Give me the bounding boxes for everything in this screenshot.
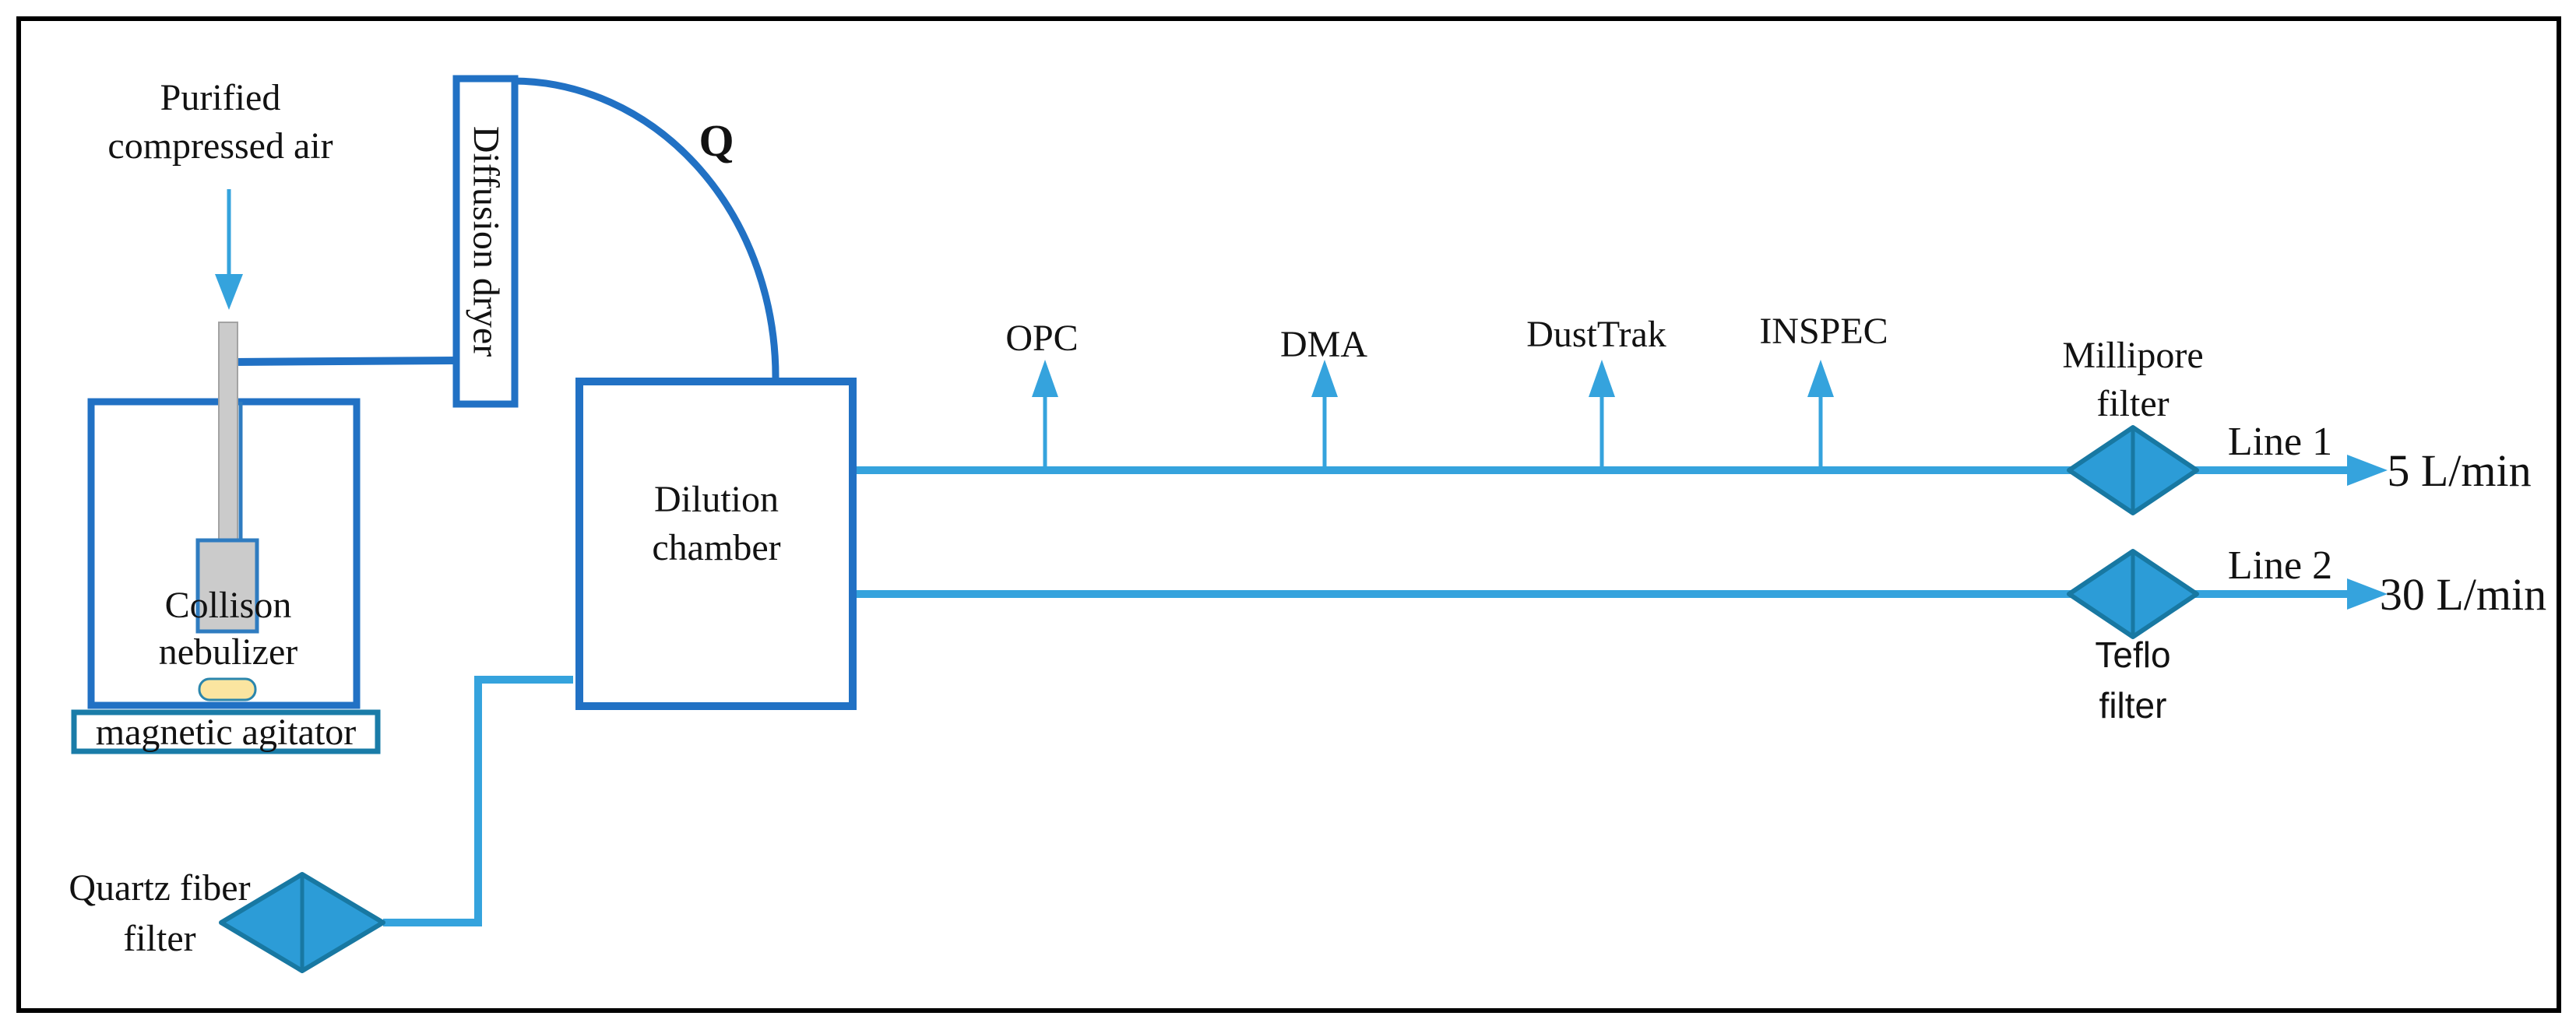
magnetic-stir-bar xyxy=(198,677,257,701)
purified-air-label-line2: compressed air xyxy=(107,125,333,167)
opc-arrowhead xyxy=(1032,360,1058,397)
diffusion-dryer-label: Diffusion dryer xyxy=(466,126,507,357)
instrument-takeoff-dma: DMA xyxy=(1280,324,1367,467)
dma-label: DMA xyxy=(1280,324,1367,365)
inspec-label: INSPEC xyxy=(1759,311,1888,352)
magnetic-agitator-box xyxy=(71,709,381,754)
instrument-takeoff-dusttrak: DustTrak xyxy=(1526,314,1666,467)
dilution-chamber-label-line1: Dilution xyxy=(654,479,779,520)
millipore-label-line1: Millipore xyxy=(2062,335,2203,376)
sample-line-1-arrowhead xyxy=(2347,455,2388,486)
q-transfer-curve xyxy=(513,77,779,379)
q-flow-label: Q xyxy=(699,115,734,166)
compressed-air-arrow xyxy=(215,189,243,310)
opc-label: OPC xyxy=(1005,318,1078,359)
nebulizer-stem xyxy=(218,322,238,544)
purified-air-label-line1: Purified xyxy=(160,77,281,118)
dilution-chamber-box xyxy=(575,378,857,710)
quartz-fiber-filter: Quartz fiber filter xyxy=(69,867,385,973)
nebulizer-label-line2: nebulizer xyxy=(159,631,298,673)
instrument-takeoff-opc: OPC xyxy=(1005,318,1079,467)
quartz-label-line1: Quartz fiber xyxy=(69,867,250,909)
line2-flow-rate: 30 L/min xyxy=(2380,569,2546,620)
dilution-chamber-label-line2: chamber xyxy=(652,527,780,568)
compressed-air-arrowhead xyxy=(215,274,243,310)
quartz-filter-line xyxy=(383,676,573,926)
nebulizer-body xyxy=(195,538,259,634)
instrument-takeoff-inspec: INSPEC xyxy=(1759,311,1888,467)
teflo-label-line2: filter xyxy=(2099,685,2167,726)
line1-label: Line 1 xyxy=(2228,420,2332,464)
air-line-to-dryer xyxy=(233,357,456,366)
dusttrak-arrowhead xyxy=(1589,360,1615,397)
line2-label: Line 2 xyxy=(2228,543,2332,588)
magnetic-agitator-label: magnetic agitator xyxy=(96,712,357,753)
dusttrak-label: DustTrak xyxy=(1526,314,1666,355)
millipore-filter: Millipore filter xyxy=(2062,335,2204,515)
quartz-label-line2: filter xyxy=(123,918,195,959)
inspec-arrowhead xyxy=(1807,360,1834,397)
millipore-label-line2: filter xyxy=(2096,383,2169,424)
line1-flow-rate: 5 L/min xyxy=(2387,445,2531,496)
nebulizer-label-line1: Collison xyxy=(165,585,292,626)
diffusion-dryer-box xyxy=(452,75,519,408)
sample-line-2-arrowhead xyxy=(2347,578,2388,610)
dma-arrowhead xyxy=(1311,360,1338,397)
teflo-filter: Teflo filter xyxy=(2067,549,2199,726)
figure-frame xyxy=(16,16,2561,1013)
teflo-label-line1: Teflo xyxy=(2095,635,2170,675)
